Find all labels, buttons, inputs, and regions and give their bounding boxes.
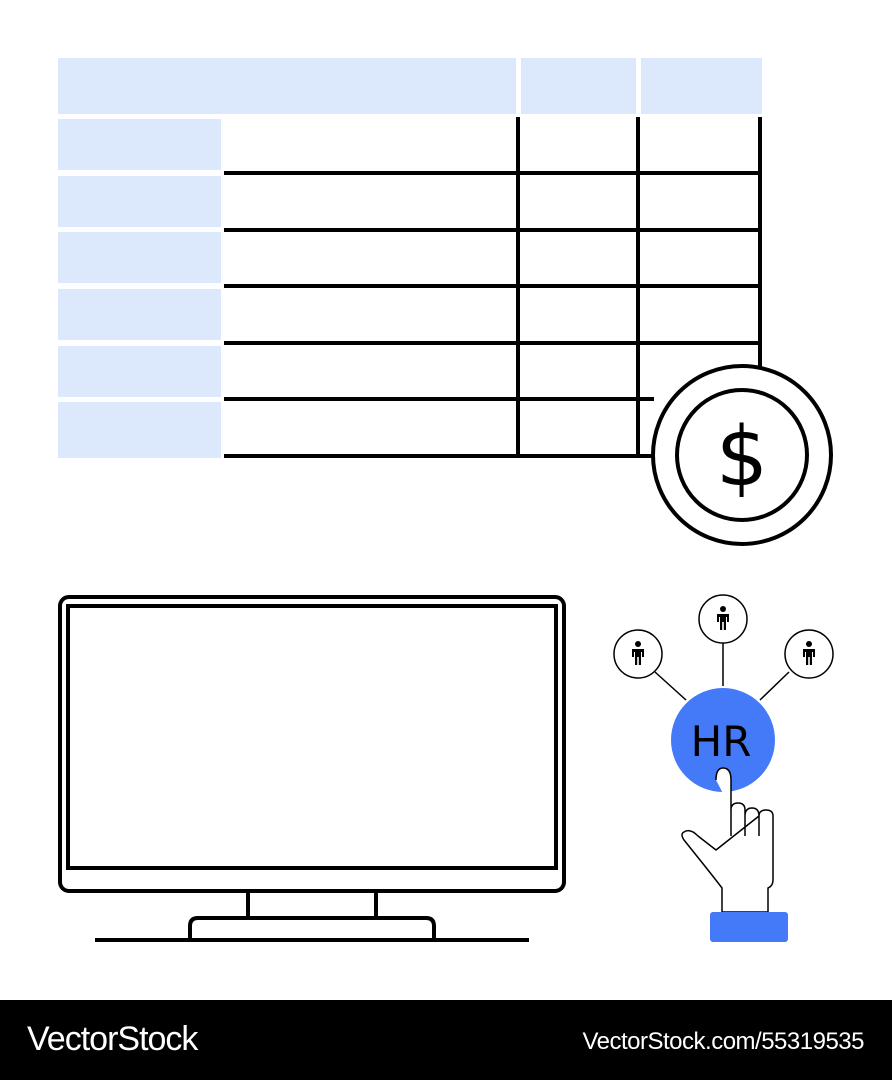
table-row-header-cell (58, 402, 221, 458)
table-row-header-cell (58, 232, 221, 283)
person-icon (717, 606, 729, 630)
person-icon (803, 641, 815, 665)
table-row-header-cell (58, 289, 221, 340)
person-icon (632, 641, 644, 665)
table-header-cell (641, 58, 762, 114)
person-node-right (784, 629, 834, 679)
table-grid-line (224, 171, 762, 175)
watermark-footer: VectorStock VectorStock.com/55319535 (0, 1000, 892, 1080)
table-grid-line (224, 341, 762, 345)
image-url-text: VectorStock.com/55319535 (582, 1028, 864, 1055)
hand-cuff (710, 912, 788, 942)
dollar-symbol: $ (716, 410, 768, 505)
table-row-header-cell (58, 119, 221, 170)
table-row-header-cell (58, 176, 221, 227)
table-grid-line (224, 454, 652, 458)
table-grid-line (516, 117, 520, 457)
table-grid-line (636, 117, 640, 457)
table-header-cell (521, 58, 636, 114)
person-node-top (698, 594, 748, 644)
brand-logo-text: VectorStock (27, 1020, 198, 1058)
table-grid-line (224, 228, 762, 232)
table-row-header-cell (58, 346, 221, 397)
table-grid-line (224, 284, 762, 288)
table-header-cell (58, 58, 516, 114)
table-grid-line (224, 397, 654, 401)
illustration-canvas: $ (58, 364, 834, 942)
table-grid-line (758, 117, 762, 367)
hr-button[interactable]: HR (671, 688, 775, 792)
dollar-coin-icon: $ (651, 364, 833, 546)
person-node-left (613, 629, 663, 679)
hand-pointer-icon (681, 767, 788, 942)
monitor-icon (58, 595, 566, 942)
hr-label: HR (691, 717, 752, 766)
hr-network-diagram: HR (613, 594, 834, 942)
